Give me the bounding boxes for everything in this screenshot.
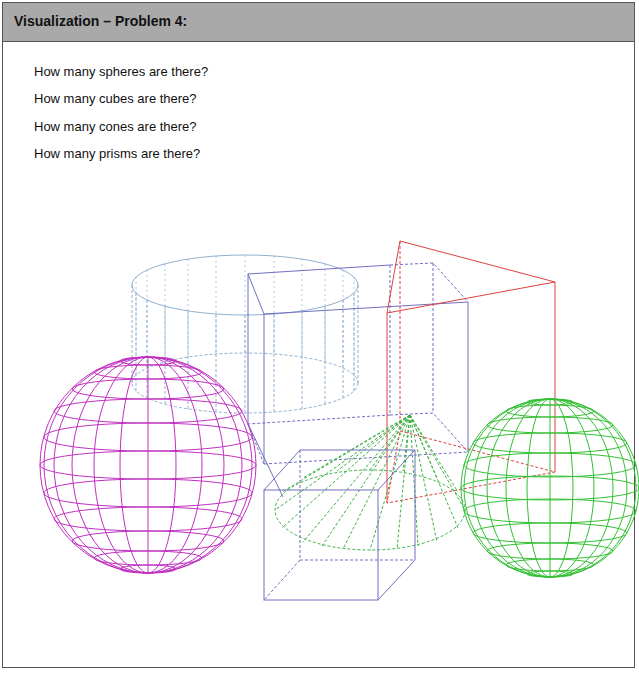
cone — [275, 415, 465, 550]
page-title: Visualization – Problem 4: — [14, 13, 187, 29]
question-text: How many cubes are there? — [34, 91, 197, 106]
cylinder — [132, 255, 358, 413]
triangular-prism — [387, 241, 555, 503]
question-text: How many prisms are there? — [34, 146, 200, 161]
question-text: How many cones are there? — [34, 119, 197, 134]
question-text: How many spheres are there? — [34, 64, 208, 79]
pentagonal-prism — [248, 263, 468, 497]
cube — [264, 450, 415, 600]
sphere — [40, 357, 256, 573]
sphere — [461, 399, 639, 577]
